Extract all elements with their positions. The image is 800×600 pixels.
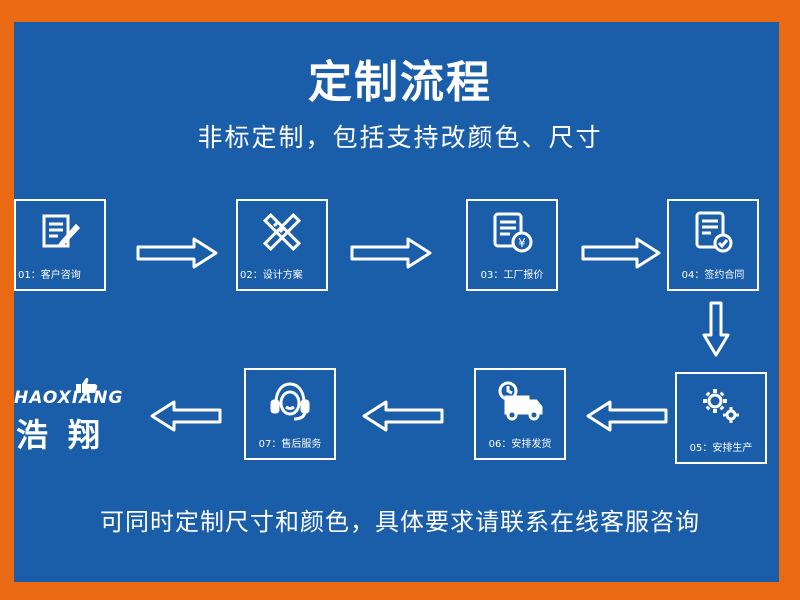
- step-label: 07：售后服务: [258, 439, 322, 450]
- footer-note: 可同时定制尺寸和颜色，具体要求请联系在线客服咨询: [100, 508, 700, 536]
- contract-check-icon: [669, 207, 757, 257]
- arrow-right: [136, 237, 218, 269]
- arrow-right: [581, 237, 661, 269]
- arrow-right: [350, 237, 432, 269]
- step-label: 04：签约合同: [681, 270, 745, 281]
- arrow-left: [362, 400, 444, 432]
- arrow-left: [150, 400, 222, 432]
- step-label: 01：客户咨询: [18, 270, 81, 281]
- svg-text:¥: ¥: [518, 236, 526, 250]
- step-contract: 04：签约合同: [667, 199, 759, 291]
- thumbs-up-icon: [76, 377, 98, 393]
- logo-chinese-text: 浩翔: [16, 416, 121, 454]
- arrow-down: [702, 301, 730, 357]
- step-quotation: ¥ 03：工厂报价: [466, 199, 558, 291]
- step-consultation: 01：客户咨询: [14, 199, 106, 291]
- page-subtitle: 非标定制，包括支持改颜色、尺寸: [197, 123, 603, 152]
- ruler-pencil-icon: [238, 207, 326, 257]
- arrow-left: [586, 400, 668, 432]
- step-after-sales: 07：售后服务: [244, 368, 336, 460]
- step-label: 02：设计方案: [240, 270, 303, 281]
- delivery-truck-icon: [476, 376, 564, 426]
- logo-latin-text: HAOXIANG: [14, 388, 124, 408]
- headset-support-icon: [246, 376, 334, 426]
- page-title: 定制流程: [308, 57, 492, 108]
- brand-logo: HAOXIANG 浩翔: [14, 376, 140, 454]
- edit-document-icon: [16, 207, 104, 257]
- step-label: 05：安排生产: [689, 443, 753, 454]
- diagram-panel: [14, 22, 779, 582]
- step-shipping: 06：安排发货: [474, 368, 566, 460]
- step-label: 03：工厂报价: [480, 270, 544, 281]
- step-label: 06：安排发货: [488, 439, 552, 450]
- step-production: 05：安排生产: [675, 372, 767, 464]
- gears-icon: [677, 380, 765, 430]
- step-design: 02：设计方案: [236, 199, 328, 291]
- price-quote-icon: ¥: [468, 207, 556, 257]
